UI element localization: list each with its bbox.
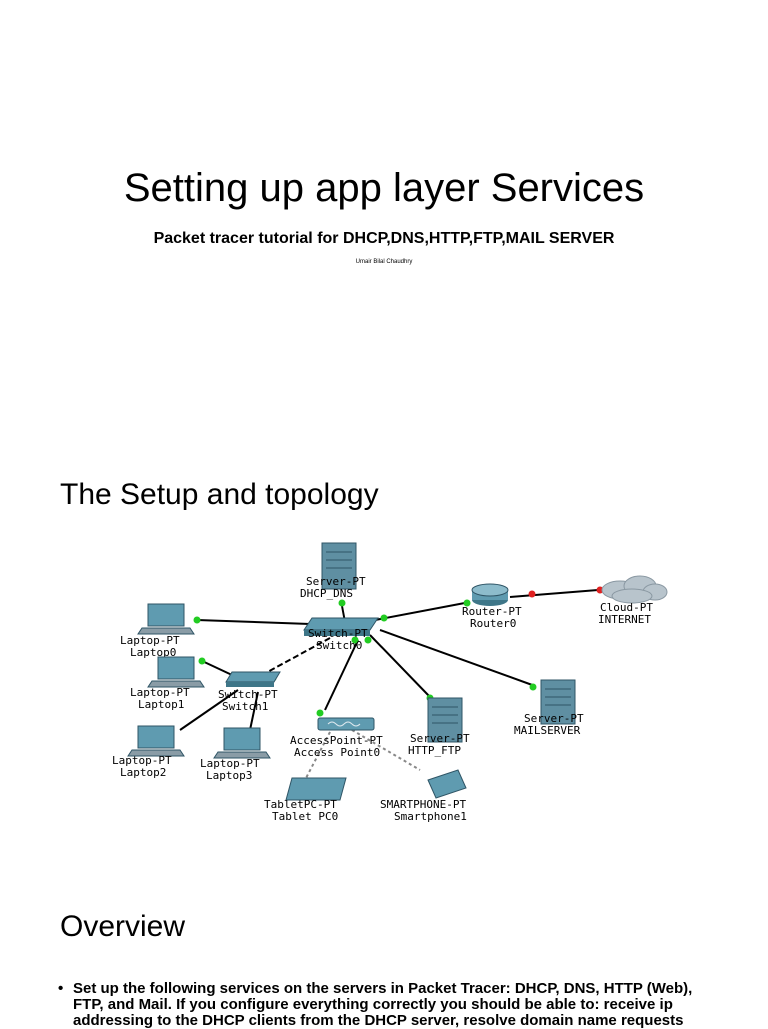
laptop2-icon <box>127 725 185 757</box>
link-switch0-mail <box>379 629 536 687</box>
smartphone-name: Smartphone1 <box>394 810 467 823</box>
link-switch0-switch1 <box>261 637 331 676</box>
tablet-icon <box>285 777 347 801</box>
network-links <box>179 589 599 781</box>
tablet-name: Tablet PC0 <box>272 810 338 823</box>
server-mail-type: Server-PT <box>524 712 584 725</box>
laptop0-type: Laptop-PT <box>120 634 180 647</box>
bullet-text: Set up the following services on the ser… <box>73 981 738 1029</box>
server-mail-icon <box>540 679 576 725</box>
server-dhcp-type: Server-PT <box>306 575 366 588</box>
switch1-type: Switch-PT <box>218 688 278 701</box>
title-slide: Setting up app layer Services Packet tra… <box>0 0 768 440</box>
slide-author: Umair Bilal Chaudhry <box>355 259 413 265</box>
laptop1-icon <box>147 656 205 688</box>
link-laptop0-switch0 <box>196 619 311 625</box>
laptop0-name: Laptop0 <box>130 646 176 659</box>
laptop2-type: Laptop-PT <box>112 754 172 767</box>
router0-icon <box>471 583 509 606</box>
switch1-name: Switch1 <box>222 700 268 713</box>
topology-slide: The Setup and topology <box>0 440 768 880</box>
laptop3-name: Laptop3 <box>206 769 252 782</box>
access-point-name: Access Point0 <box>294 746 380 759</box>
link-router0-cloud <box>509 589 599 598</box>
router0-name: Router0 <box>470 617 516 630</box>
server-http-name: HTTP_FTP <box>408 744 461 757</box>
slide-title: Setting up app layer Services <box>123 166 645 210</box>
laptop1-name: Laptop1 <box>138 698 184 711</box>
laptop0-icon <box>137 603 195 635</box>
link-switch0-http <box>369 634 431 698</box>
link-laptop1-switch1 <box>199 659 233 676</box>
server-dhcp-name: DHCP_DNS <box>300 587 353 600</box>
laptop2-name: Laptop2 <box>120 766 166 779</box>
smartphone-icon <box>427 769 467 799</box>
link-switch0-ap <box>324 639 359 711</box>
switch0-type: Switch-PT <box>308 627 368 640</box>
access-point-type: AccessPoint-PT <box>290 734 383 747</box>
bullet-dot: • <box>58 980 64 997</box>
switch1-icon <box>225 671 281 687</box>
link-ap-phone <box>351 729 421 771</box>
switch0-name: Switch0 <box>316 639 362 652</box>
server-http-ftp-icon <box>427 697 463 743</box>
server-http-type: Server-PT <box>410 732 470 745</box>
laptop3-type: Laptop-PT <box>200 757 260 770</box>
access-point-icon <box>317 717 375 731</box>
slide-subtitle: Packet tracer tutorial for DHCP,DNS,HTTP… <box>153 230 615 247</box>
router0-type: Router-PT <box>462 605 522 618</box>
server-mail-name: MAILSERVER <box>514 724 581 737</box>
overview-slide: Overview • Set up the following services… <box>0 880 768 1029</box>
smartphone-type: SMARTPHONE-PT <box>380 798 466 811</box>
tablet-type: TabletPC-PT <box>264 798 337 811</box>
laptop1-type: Laptop-PT <box>130 686 190 699</box>
bullet-line-3: addressing to the DHCP clients from the … <box>73 1012 684 1029</box>
bullet-line-2: FTP, and Mail. If you configure everythi… <box>73 996 673 1013</box>
link-laptop3-switch1 <box>249 691 259 731</box>
bullet-line-1: Set up the following services on the ser… <box>73 980 693 997</box>
topology-heading: The Setup and topology <box>60 478 379 511</box>
switch0-icon <box>303 617 379 636</box>
link-switch0-router0 <box>374 601 471 621</box>
server-dhcp-dns-icon <box>321 542 357 590</box>
link-laptop2-switch1 <box>179 689 239 731</box>
overview-heading: Overview <box>60 910 186 943</box>
network-topology-diagram: Server-PT DHCP_DNS Switch-PT Switch0 Rou… <box>112 542 668 823</box>
laptop3-icon <box>213 727 271 759</box>
cloud-type: Cloud-PT <box>600 601 653 614</box>
cloud-name: INTERNET <box>598 613 651 626</box>
cloud-icon <box>601 575 668 604</box>
